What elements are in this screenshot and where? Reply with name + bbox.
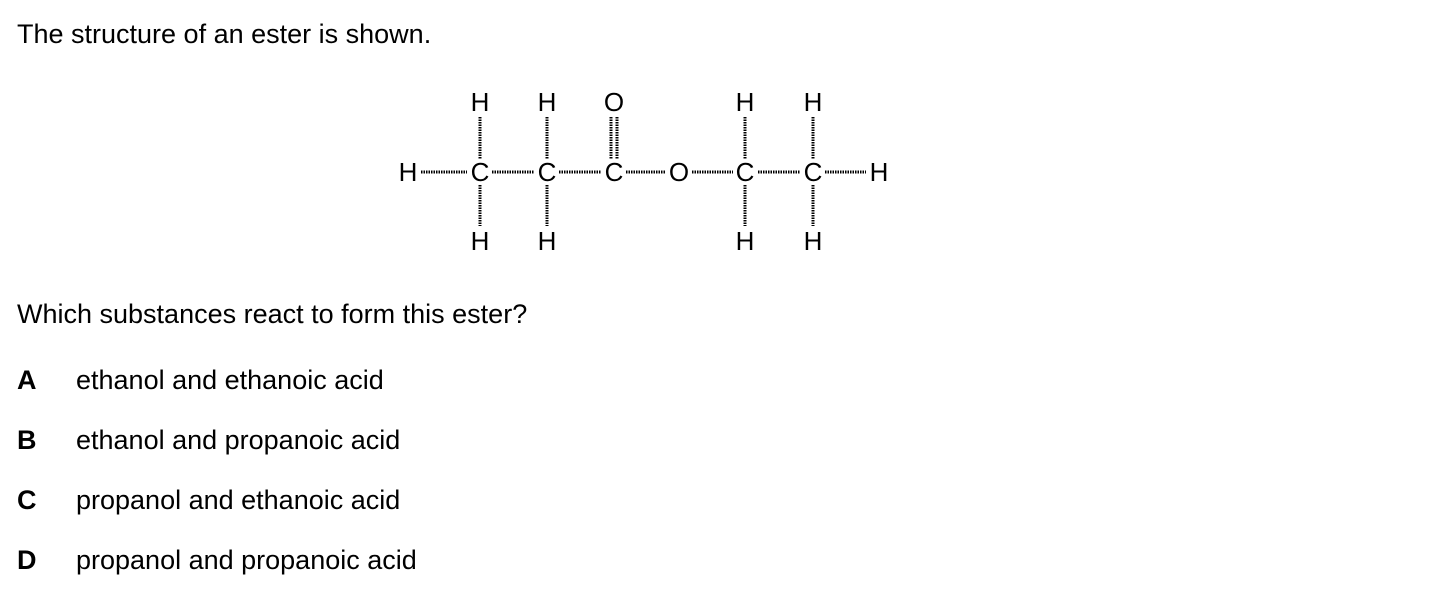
option-letter: C <box>17 485 37 515</box>
intro-text: The structure of an ester is shown. <box>17 19 432 49</box>
option-text: propanol and propanoic acid <box>76 545 417 575</box>
atom-c4: C <box>736 157 755 187</box>
atom-c2-h-top: H <box>538 87 557 117</box>
atom-c5-h-bottom: H <box>804 226 823 256</box>
atom-h-left: H <box>399 157 418 187</box>
atom-c2: C <box>538 157 557 187</box>
atom-o-double: O <box>604 87 624 117</box>
atom-o-ester: O <box>669 157 689 187</box>
option-letter: D <box>17 545 37 575</box>
atom-c5-h-top: H <box>804 87 823 117</box>
atom-c2-h-bottom: H <box>538 226 557 256</box>
atom-c1: C <box>471 157 490 187</box>
atom-c1-h-bottom: H <box>471 226 490 256</box>
option-text: propanol and ethanoic acid <box>76 485 401 515</box>
atom-c3: C <box>605 157 624 187</box>
atom-c4-h-top: H <box>736 87 755 117</box>
atom-c4-h-bottom: H <box>736 226 755 256</box>
atom-c5: C <box>804 157 823 187</box>
option-letter: A <box>17 365 37 395</box>
atom-h-right: H <box>870 157 889 187</box>
atom-c1-h-top: H <box>471 87 490 117</box>
option-text: ethanol and propanoic acid <box>76 425 401 455</box>
option-letter: B <box>17 425 37 455</box>
question-text: Which substances react to form this este… <box>17 299 528 329</box>
option-text: ethanol and ethanoic acid <box>76 365 384 395</box>
